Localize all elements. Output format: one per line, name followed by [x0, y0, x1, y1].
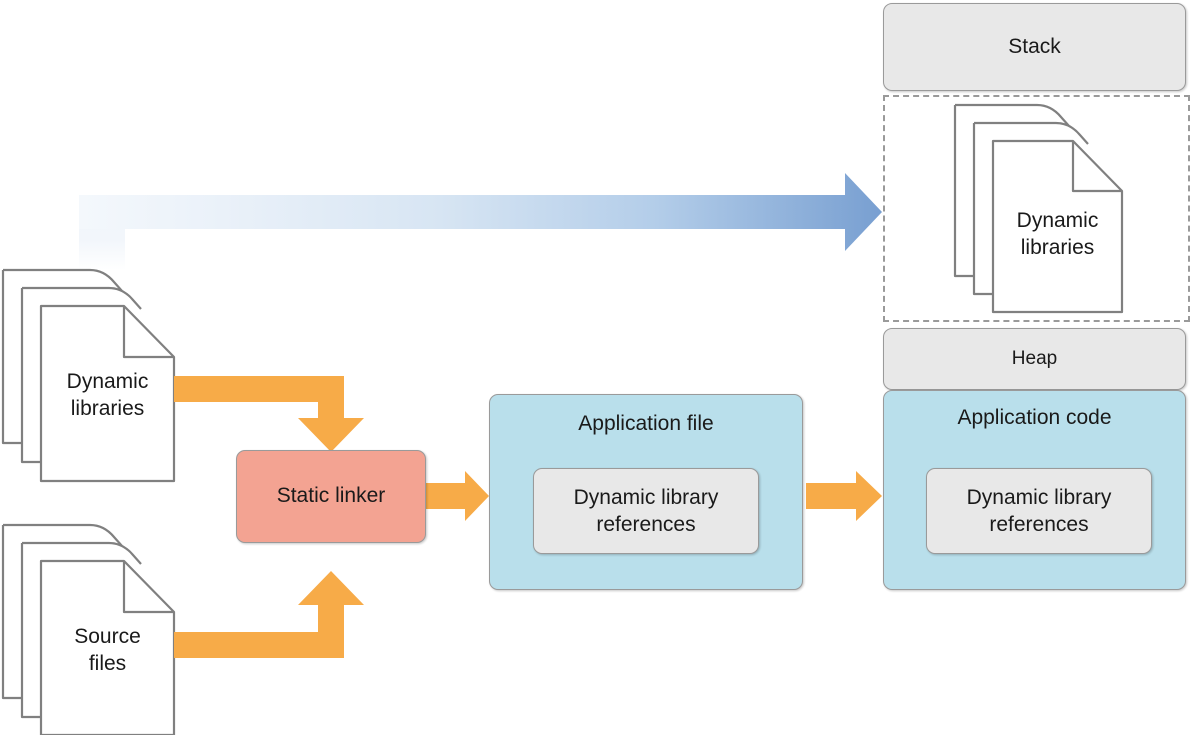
memory-dynamic-libraries-label: Dynamic libraries: [1016, 209, 1099, 260]
static-linker-label: Static linker: [276, 484, 386, 508]
application-code-dynamic-library-references-box: Dynamic library references: [926, 468, 1152, 554]
source-files-to-linker-arrow: [174, 571, 364, 658]
application-code-title: Application code: [957, 406, 1112, 429]
application-file-dynamic-library-references-label: Dynamic library references: [573, 485, 719, 536]
heap-box: Heap: [883, 328, 1186, 390]
stack-box: Stack: [883, 3, 1186, 91]
application-code-dynamic-library-references-label: Dynamic library references: [966, 485, 1112, 536]
dynamic-libraries-label: Dynamic libraries: [66, 370, 149, 421]
linker-to-application-file-arrow: [426, 471, 489, 521]
static-linker-box: Static linker: [236, 450, 426, 543]
application-file-title: Application file: [578, 412, 714, 435]
application-file-to-application-code-arrow: [806, 471, 882, 521]
dynamic-libraries-to-memory-arrow: [79, 173, 882, 270]
heap-label: Heap: [1011, 348, 1058, 370]
stack-label: Stack: [1008, 34, 1061, 58]
dynamic-libraries-memory-region: [883, 95, 1190, 322]
source-files-label: Source files: [74, 625, 141, 676]
application-file-dynamic-library-references-box: Dynamic library references: [533, 468, 759, 554]
dynamic-libraries-to-linker-arrow: [174, 376, 364, 452]
